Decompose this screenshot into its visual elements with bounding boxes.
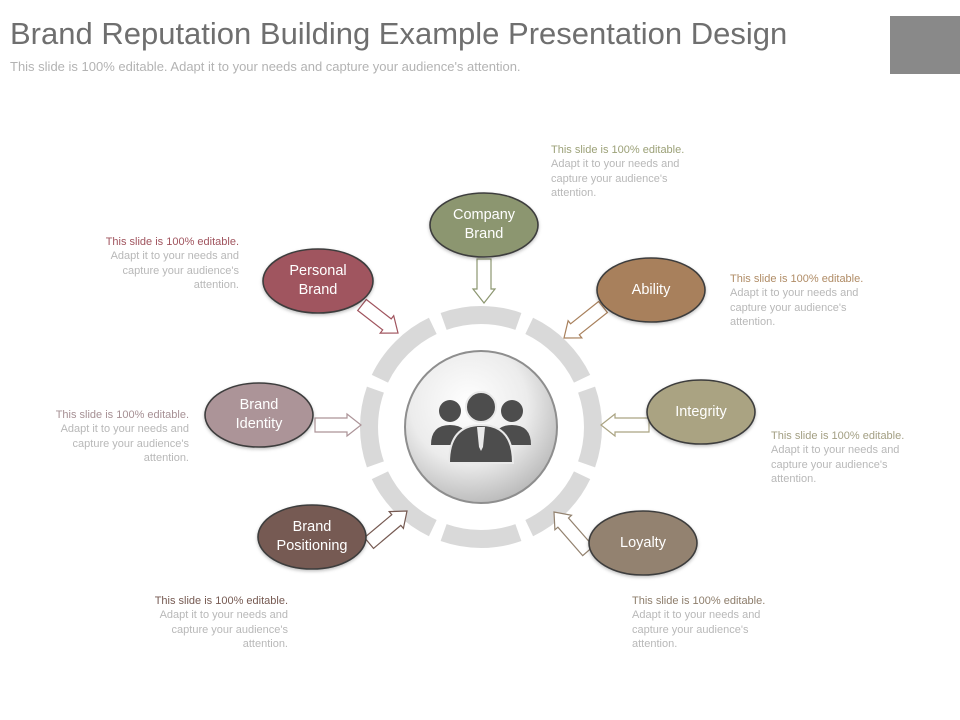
node-company-brand: [429, 192, 539, 258]
note-heading: This slide is 100% editable.: [55, 409, 189, 421]
node-label-brand-identity: Brand Identity: [235, 397, 283, 432]
arrow-group: [314, 258, 650, 557]
arrow-company-brand: [471, 258, 497, 304]
note-heading: This slide is 100% editable.: [632, 595, 766, 607]
node-brand-positioning: [257, 504, 367, 570]
node-label-brand-positioning: Brand Positioning: [276, 519, 348, 554]
note-loyalty: This slide is 100% editable. Adapt it to …: [632, 594, 782, 651]
note-heading: This slide is 100% editable.: [730, 273, 864, 285]
node-label-company-brand: Company Brand: [452, 207, 516, 242]
slide-title: Brand Reputation Building Example Presen…: [10, 16, 788, 51]
node-label-personal-brand: Personal Brand: [289, 263, 347, 298]
note-integrity: This slide is 100% editable. Adapt it to …: [771, 429, 921, 486]
note-brand-positioning: This slide is 100% editable. Adapt it to …: [138, 594, 288, 651]
slide-subtitle: This slide is 100% editable. Adapt it to…: [10, 59, 521, 74]
ring-segment: [525, 317, 591, 383]
note-brand-identity: This slide is 100% editable. Adapt it to …: [39, 408, 189, 465]
note-body: Adapt it to your needs and capture your …: [60, 423, 189, 464]
arrow-ability: [563, 300, 609, 339]
corner-decoration: [890, 16, 960, 74]
ring-segment: [371, 317, 437, 383]
arrow-personal-brand: [356, 298, 399, 334]
node-loyalty: [588, 510, 698, 576]
note-body: Adapt it to your needs and capture your …: [632, 609, 761, 650]
node-integrity: [646, 379, 756, 445]
note-ability: This slide is 100% editable. Adapt it to …: [730, 272, 880, 329]
arrow-brand-positioning: [363, 510, 408, 550]
arrow-brand-identity: [314, 412, 362, 438]
node-label-loyalty: Loyalty: [620, 534, 666, 551]
node-label-integrity: Integrity: [675, 403, 727, 420]
note-body: Adapt it to your needs and capture your …: [771, 444, 900, 485]
ring-segment: [371, 471, 437, 537]
note-body: Adapt it to your needs and capture your …: [730, 287, 859, 328]
node-ability: [596, 257, 706, 323]
note-company-brand: This slide is 100% editable. Adapt it to …: [551, 143, 701, 200]
ring-segment: [578, 386, 602, 468]
note-body: Adapt it to your needs and capture your …: [110, 250, 239, 291]
arrow-integrity: [600, 412, 650, 438]
note-heading: This slide is 100% editable.: [551, 144, 685, 156]
node-brand-identity: [204, 382, 314, 448]
note-body: Adapt it to your needs and capture your …: [159, 609, 288, 650]
ring-segment: [525, 471, 591, 537]
node-personal-brand: [262, 248, 374, 314]
ring-segment: [440, 524, 522, 548]
outer-ring: [359, 305, 602, 548]
node-group: [204, 192, 756, 576]
ring-segment: [440, 305, 522, 330]
ring-segment: [359, 386, 384, 468]
people-group-icon: [431, 391, 531, 464]
note-heading: This slide is 100% editable.: [771, 430, 905, 442]
note-heading: This slide is 100% editable.: [154, 595, 288, 607]
arrow-loyalty: [553, 511, 595, 557]
node-label-ability: Ability: [631, 281, 671, 298]
note-heading: This slide is 100% editable.: [105, 236, 239, 248]
note-personal-brand: This slide is 100% editable. Adapt it to …: [89, 235, 239, 292]
note-body: Adapt it to your needs and capture your …: [551, 158, 680, 199]
